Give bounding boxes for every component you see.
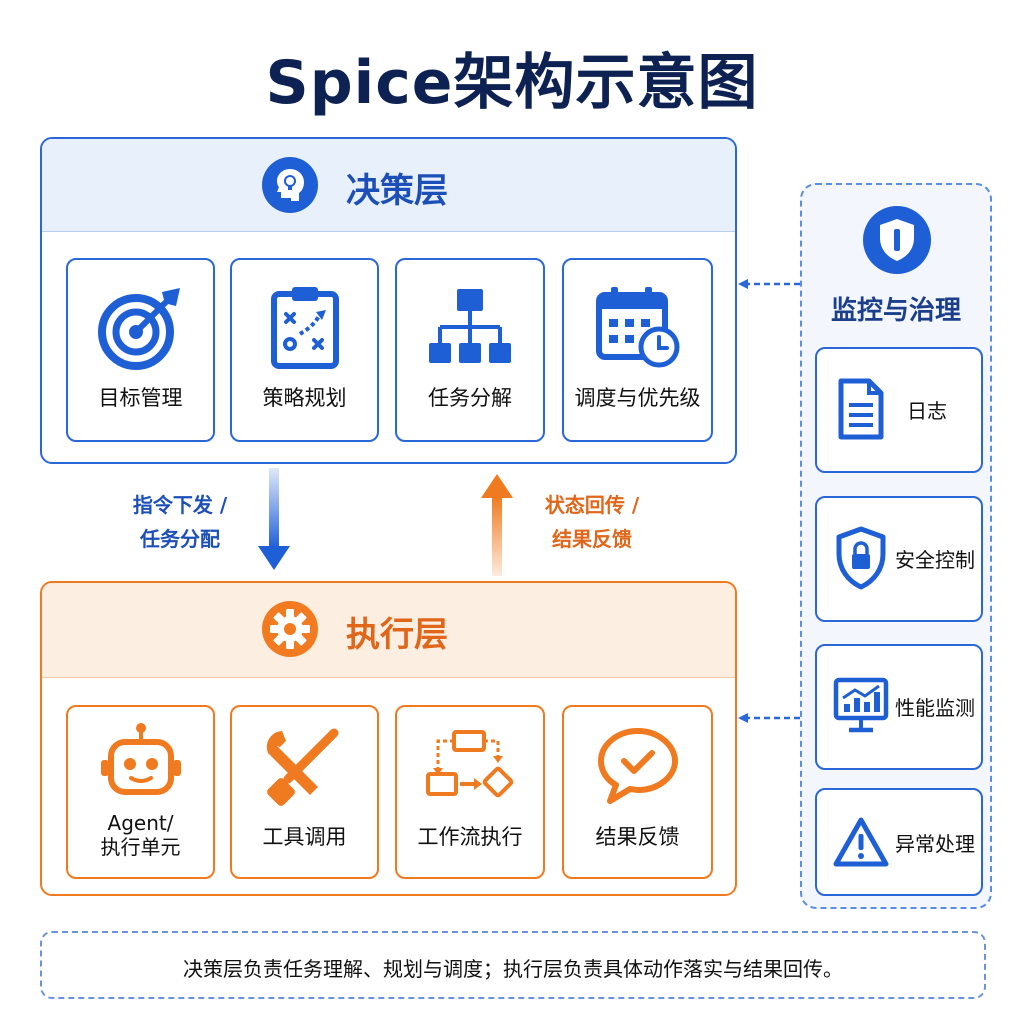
card-label: 策略规划 [262, 386, 347, 410]
card-label: 任务分解 [428, 386, 512, 410]
monitor-item-exception: 异常处理 [815, 788, 983, 896]
up-arrow-label-line2: 结果反馈 [552, 527, 632, 551]
monitor-item-security: 安全控制 [815, 496, 983, 622]
monitoring-title: 监控与治理 [830, 296, 961, 326]
card-label: 工作流执行 [417, 825, 523, 849]
card-scheduling-priority: 调度与优先级 [562, 258, 713, 442]
execution-layer-title: 执行层 [346, 615, 448, 655]
card-label: 目标管理 [98, 386, 183, 410]
hierarchy-icon [397, 282, 543, 372]
monitor-chart-icon [831, 670, 891, 742]
decision-layer-header: 决策层 [42, 139, 735, 232]
decision-layer-title: 决策层 [346, 171, 448, 211]
card-task-decomposition: 任务分解 [395, 258, 545, 442]
monitoring-panel: 监控与治理 日志 安全控制 [800, 183, 992, 909]
card-workflow-execution: 工作流执行 [395, 705, 545, 879]
card-result-feedback: 结果反馈 [562, 705, 713, 879]
card-label: 调度与优先级 [574, 386, 701, 410]
down-arrow-label-line2: 任务分配 [140, 527, 220, 551]
shield-lock-icon [831, 522, 891, 594]
robot-icon [68, 719, 213, 809]
footer-text: 决策层负责任务理解、规划与调度；执行层负责具体动作落实与结果回传。 [183, 957, 843, 981]
monitor-item-label: 性能监测 [895, 696, 975, 720]
card-label-line1: Agent/ [107, 811, 174, 835]
clipboard-strategy-icon [232, 282, 377, 372]
monitor-item-performance: 性能监测 [815, 644, 983, 770]
card-goal-management: 目标管理 [66, 258, 215, 442]
decision-layer: 决策层 目标管理 策略规划 [40, 137, 737, 464]
footer-note: 决策层负责任务理解、规划与调度；执行层负责具体动作落实与结果回传。 [40, 931, 986, 999]
calendar-clock-icon [564, 282, 711, 372]
monitor-item-label: 异常处理 [895, 832, 975, 856]
execution-layer: 执行层 Agent/ 执行单元 [40, 581, 737, 896]
monitor-to-execution-arrow [738, 713, 800, 723]
workflow-icon [397, 721, 543, 811]
card-label: Agent/ 执行单元 [68, 811, 213, 859]
gear-icon [262, 601, 318, 657]
execution-layer-header: 执行层 [42, 583, 735, 678]
down-arrow-label-line1: 指令下发 / [132, 493, 228, 517]
monitor-to-decision-arrow [738, 279, 800, 289]
document-icon [831, 373, 891, 445]
card-strategy-planning: 策略规划 [230, 258, 379, 442]
down-arrow-label: 指令下发 / 任务分配 [110, 488, 250, 556]
card-agent-unit: Agent/ 执行单元 [66, 705, 215, 879]
chat-check-icon [564, 721, 711, 811]
down-arrow [258, 468, 290, 570]
card-label: 工具调用 [262, 825, 347, 849]
page-title: Spice架构示意图 [265, 48, 759, 118]
up-arrow-label-line1: 状态回传 / [544, 493, 640, 517]
warning-icon [831, 806, 891, 878]
monitor-item-label: 日志 [907, 399, 947, 423]
card-label-line2: 执行单元 [100, 835, 181, 859]
card-tool-invocation: 工具调用 [230, 705, 379, 879]
monitor-item-log: 日志 [815, 347, 983, 473]
monitor-item-label: 安全控制 [895, 548, 975, 572]
shield-icon [863, 206, 931, 274]
target-icon [68, 282, 213, 372]
tools-icon [232, 721, 377, 811]
up-arrow-label: 状态回传 / 结果反馈 [522, 488, 662, 556]
card-label: 结果反馈 [595, 825, 680, 849]
head-lightbulb-icon [262, 157, 318, 213]
up-arrow [481, 474, 513, 576]
